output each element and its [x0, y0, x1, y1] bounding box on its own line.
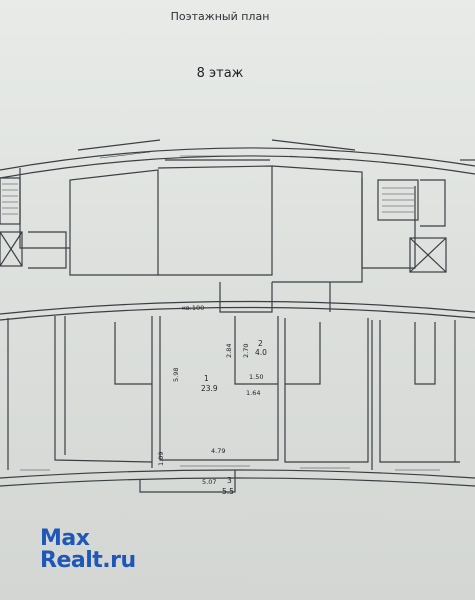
- stair-treads: [2, 183, 414, 215]
- maxrealt-watermark-logo: Max Realt.ru: [40, 528, 136, 572]
- room1-area: 23.9: [201, 384, 218, 393]
- plan-walls: [0, 139, 475, 493]
- room3-number: 3: [227, 476, 232, 485]
- dim-164: 1.64: [246, 389, 260, 397]
- room1-number: 1: [204, 374, 209, 383]
- floor-label: 8 этаж: [196, 66, 244, 81]
- window-marks: [20, 151, 440, 471]
- corridor-label: кв.100: [182, 304, 204, 312]
- plan-title: Поэтажный план: [170, 10, 270, 23]
- dim-109: 1.09: [157, 452, 165, 466]
- room2-area: 4.0: [255, 348, 267, 357]
- dim-598: 5.98: [172, 368, 180, 382]
- room2-number: 2: [258, 339, 263, 348]
- watermark-line2: Realt.ru: [40, 548, 136, 573]
- dim-150: 1.50: [249, 373, 263, 381]
- dim-270: 2.70: [242, 344, 250, 358]
- watermark-line1: Max: [40, 526, 90, 551]
- dim-479: 4.79: [211, 447, 225, 455]
- dim-284: 2.84: [225, 344, 233, 358]
- room3-area: 5.5: [222, 487, 234, 496]
- dim-507: 5.07: [202, 478, 216, 486]
